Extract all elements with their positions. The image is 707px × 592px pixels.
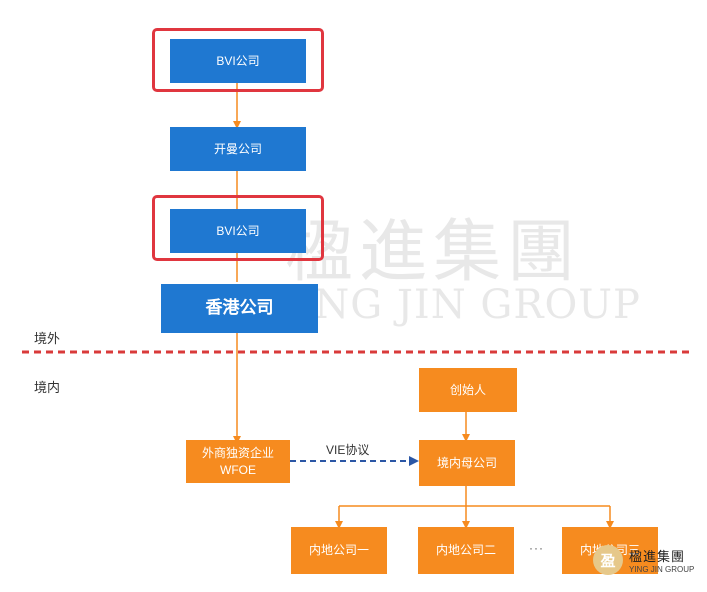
node-sub1: 内地公司一	[291, 527, 387, 574]
node-bvi-top: BVI公司	[170, 39, 306, 83]
node-cayman: 开曼公司	[170, 127, 306, 171]
brand-logo: 盈 楹進集團 YING JIN GROUP	[593, 545, 694, 575]
brand-name-en: YING JIN GROUP	[629, 565, 695, 574]
label-offshore: 境外	[34, 331, 61, 346]
brand-name-cn: 楹進集團	[629, 550, 686, 565]
node-hongkong: 香港公司	[161, 284, 318, 333]
node-domestic-parent: 境内母公司	[419, 440, 515, 486]
brand-text: 楹進集團 YING JIN GROUP	[629, 546, 694, 574]
node-founder: 创始人	[419, 368, 517, 412]
wfoe-line-2: WFOE	[220, 462, 256, 477]
node-wfoe: 外商独资企业 WFOE	[186, 440, 290, 483]
highlight-bvi-top	[152, 28, 324, 92]
node-sub2: 内地公司二	[418, 527, 514, 574]
wfoe-line-1: 外商独资企业	[201, 446, 274, 461]
node-bvi-mid: BVI公司	[170, 209, 306, 253]
highlight-bvi-mid	[152, 195, 324, 261]
label-onshore: 境内	[34, 380, 61, 395]
watermark-en: YING JIN GROUP	[270, 282, 641, 328]
vie-label: VIE协议	[326, 443, 370, 457]
sub-ellipsis: ···	[529, 541, 544, 555]
brand-mark-icon: 盈	[593, 545, 623, 575]
watermark-cn: 楹進集團	[285, 213, 582, 292]
